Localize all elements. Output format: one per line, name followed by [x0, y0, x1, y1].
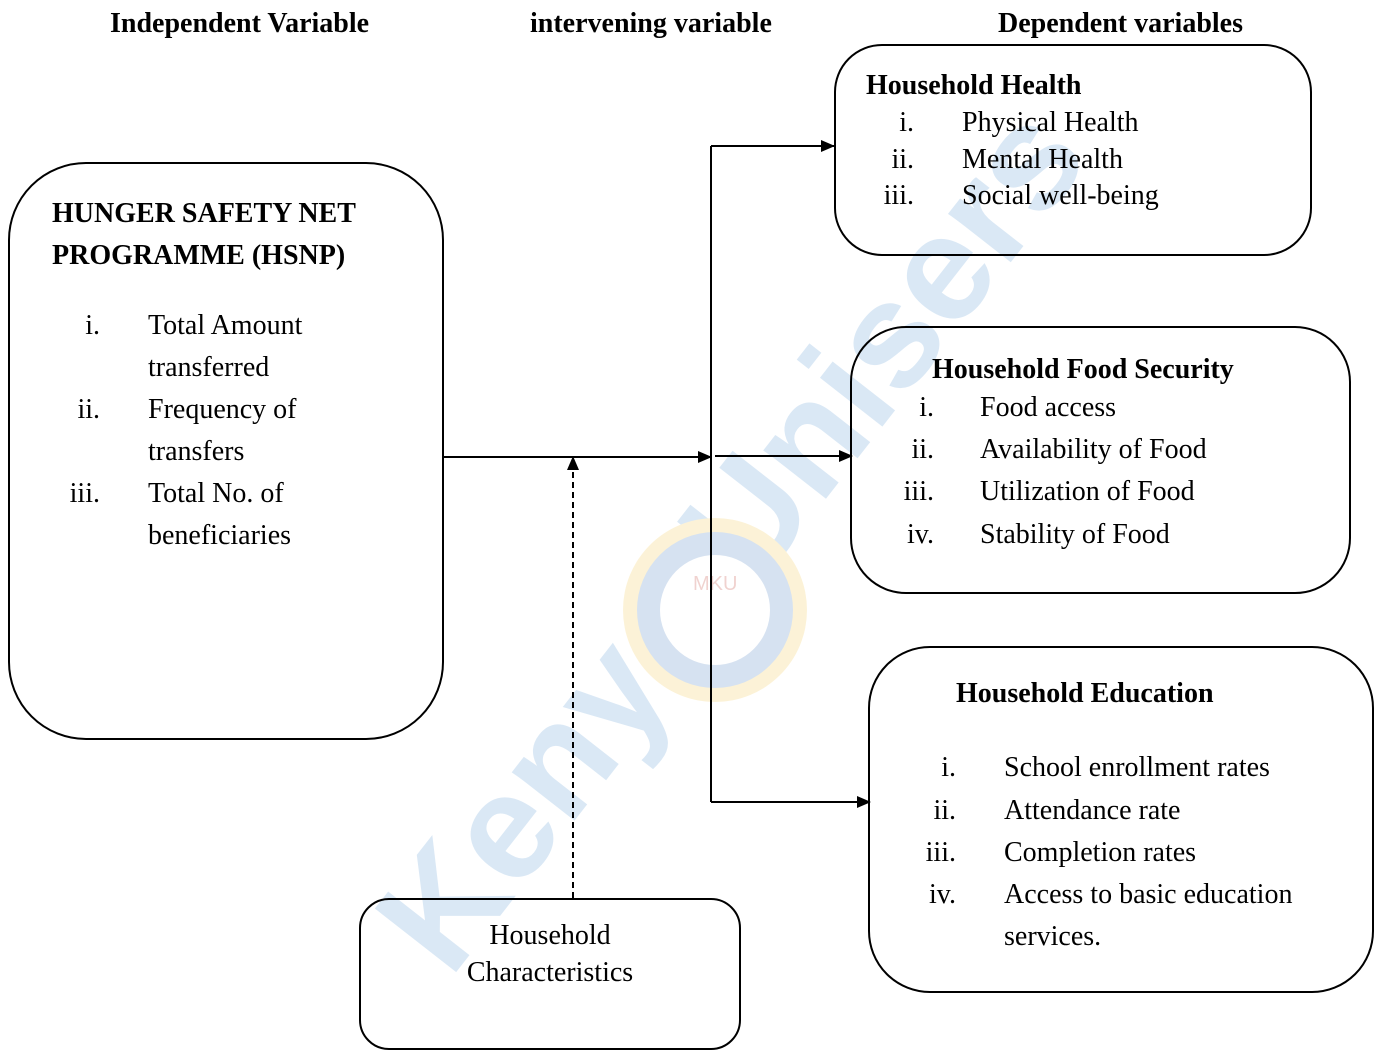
mku-seal: MKU — [623, 518, 807, 702]
dependent-variables-header: Dependent variables — [998, 8, 1243, 39]
household-food-security-title: Household Food Security — [932, 354, 1234, 385]
item-number: iv. — [929, 879, 956, 910]
hsnp-title-line2: PROGRAMME (HSNP) — [52, 240, 346, 271]
item-text: Attendance rate — [1004, 795, 1181, 826]
item-number: iii. — [925, 837, 956, 868]
item-text: Utilization of Food — [980, 476, 1195, 507]
item-number: ii. — [891, 144, 914, 175]
item-number: ii. — [911, 434, 934, 465]
seal-text: MKU — [693, 573, 737, 595]
item-text: Social well-being — [962, 180, 1159, 211]
hsnp-title-line1: HUNGER SAFETY NET — [52, 198, 356, 229]
household-education-title: Household Education — [956, 678, 1214, 709]
item-text: School enrollment rates — [1004, 752, 1270, 783]
item-text: transferred — [148, 352, 270, 383]
household-health-box: Household Health i. Physical Health ii. … — [834, 44, 1312, 256]
independent-variable-header: Independent Variable — [110, 8, 370, 39]
item-text: Physical Health — [962, 107, 1139, 138]
item-text: Total Amount — [148, 310, 303, 341]
item-number: i. — [899, 107, 914, 138]
item-number: i. — [941, 752, 956, 783]
household-food-security-box: Household Food Security i. Food access i… — [850, 326, 1351, 594]
item-text: Availability of Food — [980, 434, 1207, 465]
hsnp-box: HUNGER SAFETY NET PROGRAMME (HSNP) i. To… — [8, 162, 444, 740]
intervening-variable-header: intervening variable — [530, 8, 772, 39]
household-characteristics-box: Household Characteristics — [359, 898, 741, 1050]
item-text: beneficiaries — [148, 520, 292, 551]
item-number: i. — [85, 310, 100, 341]
item-text-continued: services. — [1004, 921, 1102, 952]
item-number: i. — [919, 392, 934, 423]
item-text: Total No. of — [148, 478, 284, 509]
item-text: Frequency of — [148, 394, 297, 425]
characteristics-line2: Characteristics — [466, 957, 634, 988]
item-number: iii. — [883, 180, 914, 211]
item-number: iv. — [907, 519, 934, 550]
item-text: Access to basic education — [1004, 879, 1293, 910]
item-text: transfers — [148, 436, 245, 467]
characteristics-line1: Household — [489, 920, 611, 951]
household-health-title: Household Health — [866, 70, 1082, 101]
household-education-box: Household Education i. School enrollment… — [868, 646, 1374, 993]
item-text: Completion rates — [1004, 837, 1197, 868]
item-number: iii. — [69, 478, 100, 509]
item-text: Stability of Food — [980, 519, 1170, 550]
item-number: ii. — [933, 795, 956, 826]
item-text: Food access — [980, 392, 1117, 423]
item-number: iii. — [903, 476, 934, 507]
item-text: Mental Health — [962, 144, 1123, 175]
item-number: ii. — [77, 394, 100, 425]
